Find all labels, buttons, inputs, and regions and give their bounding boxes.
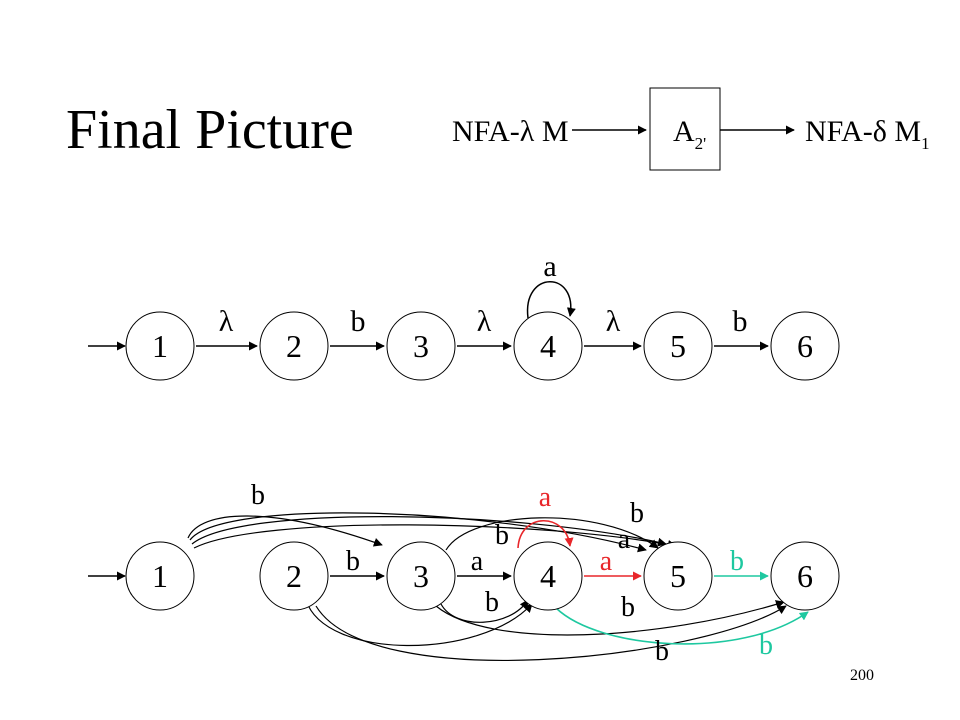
lower-label-5-6-teal: b — [730, 546, 744, 577]
upper-state-1 — [125, 311, 195, 381]
lower-state-5-label: 5 — [670, 558, 686, 594]
lower-label-4-4-a: a — [618, 524, 631, 555]
lower-edge-1-5-c — [193, 524, 677, 549]
lower-automaton: 1 2 3 4 5 6 b a b b a b a a b b b b b — [88, 480, 840, 667]
lower-label-1-3: b — [251, 480, 265, 511]
lower-loop-4-red — [517, 520, 574, 549]
lower-edge-3-5-over — [445, 517, 659, 551]
lower-edge-2-4-below — [305, 599, 533, 647]
lower-label-3-6: b — [621, 592, 635, 623]
lower-label-loop-4-red: a — [539, 482, 552, 513]
lower-state-5 — [643, 541, 713, 611]
lower-edge-1-5-b — [191, 515, 667, 547]
upper-state-4-label: 4 — [540, 328, 556, 364]
lower-state-4 — [513, 541, 583, 611]
upper-state-1-label: 1 — [152, 328, 168, 364]
upper-label-2-3: b — [351, 305, 366, 338]
upper-label-loop-4: a — [543, 250, 556, 283]
upper-state-2-label: 2 — [286, 328, 302, 364]
upper-label-5-6: b — [733, 305, 748, 338]
lower-edge-3-4-below — [440, 599, 529, 623]
lower-label-4-5-red: a — [600, 546, 613, 577]
lower-label-2-3: b — [346, 546, 360, 577]
lower-state-1-label: 1 — [152, 558, 168, 594]
lower-state-2-label: 2 — [286, 558, 302, 594]
lower-label-4-6-teal: b — [759, 630, 773, 661]
lower-label-3-4: a — [471, 546, 484, 577]
lower-edge-1-3 — [187, 515, 383, 547]
upper-automaton: 1 2 3 4 5 6 λ b λ a λ b — [88, 250, 840, 381]
pipeline-output-label: NFA-δ M1 — [805, 115, 930, 153]
lower-label-1-5: b — [630, 498, 644, 529]
page-title: Final Picture — [66, 99, 354, 161]
upper-state-6-label: 6 — [797, 328, 813, 364]
lower-state-6-label: 6 — [797, 558, 813, 594]
lower-state-4-label: 4 — [540, 558, 556, 594]
lower-label-3-5: b — [485, 587, 499, 618]
lower-label-3-4-b: b — [495, 520, 509, 551]
lower-label-2-6: b — [655, 636, 669, 667]
lower-edge-3-6-below — [435, 600, 785, 636]
transformer-box-label: A2' — [673, 115, 706, 153]
page-number: 200 — [850, 667, 874, 684]
upper-state-5-label: 5 — [670, 328, 686, 364]
upper-label-3-4: λ — [477, 305, 492, 338]
lower-edge-4-6-teal — [555, 607, 809, 645]
upper-state-3 — [386, 311, 456, 381]
lower-edge-2-6-below — [315, 605, 787, 661]
upper-state-4 — [513, 311, 583, 381]
upper-label-4-5: λ — [606, 305, 621, 338]
pipeline-input-label: NFA-λ M — [452, 115, 569, 148]
lower-state-1 — [125, 541, 195, 611]
upper-state-6 — [770, 311, 840, 381]
lower-state-3 — [386, 541, 456, 611]
lower-state-2 — [259, 541, 329, 611]
lower-state-3-label: 3 — [413, 558, 429, 594]
lower-state-6 — [770, 541, 840, 611]
upper-state-3-label: 3 — [413, 328, 429, 364]
upper-state-5 — [643, 311, 713, 381]
lower-edge-1-5-a — [189, 512, 647, 553]
transformer-box — [649, 87, 721, 171]
upper-state-2 — [259, 311, 329, 381]
upper-loop-4 — [526, 281, 576, 319]
upper-label-1-2: λ — [219, 305, 234, 338]
